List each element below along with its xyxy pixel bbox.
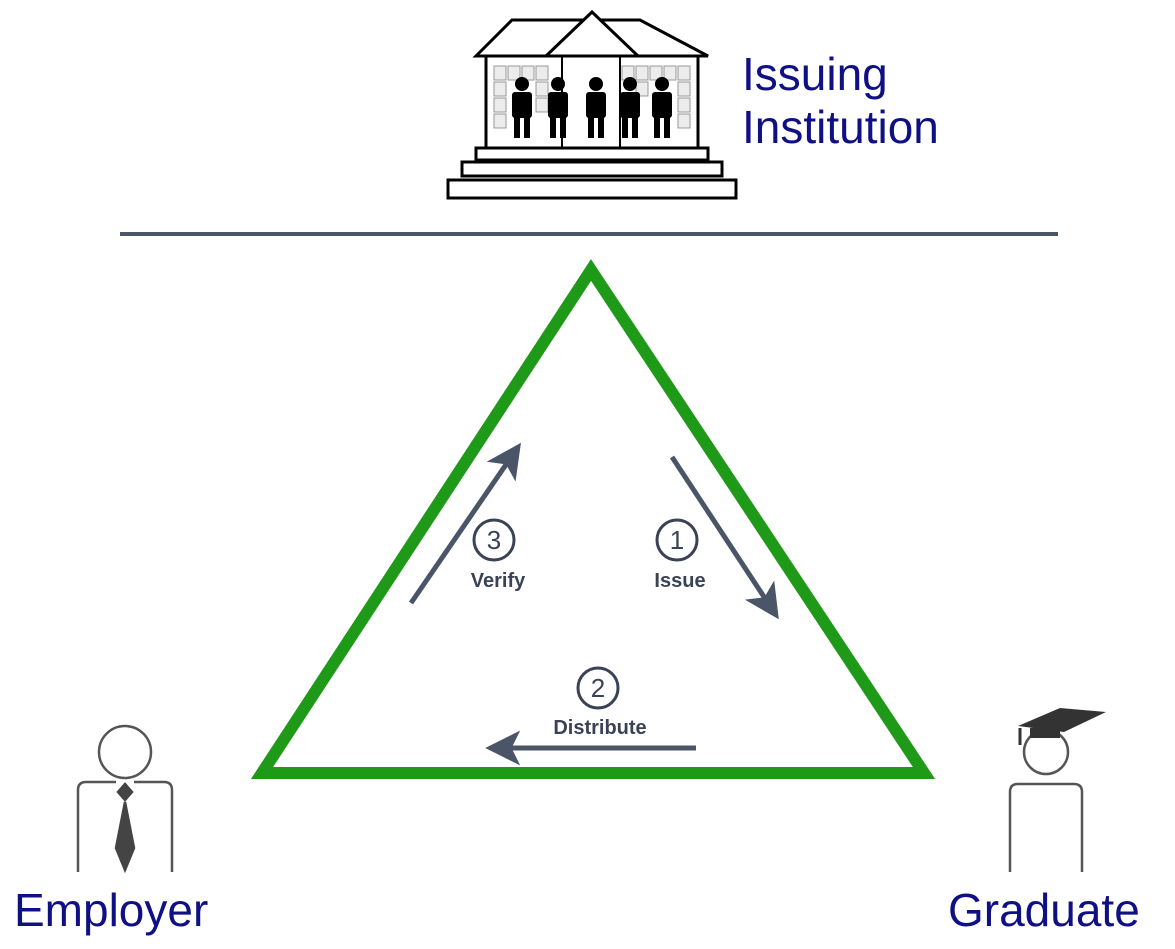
employer-label: Employer <box>14 884 209 936</box>
issue-arrow <box>669 455 779 620</box>
step-badge-verify: 3 Verify <box>471 518 526 592</box>
step-number-issue: 1 <box>670 525 684 555</box>
step-number-distribute: 2 <box>591 673 605 703</box>
institution-label: Issuing Institution <box>742 48 982 154</box>
employer-person-icon <box>76 724 174 874</box>
step-label-distribute: Distribute <box>553 717 646 739</box>
step-label-issue: Issue <box>654 570 705 592</box>
graduate-person-icon <box>1008 708 1106 872</box>
trust-triangle <box>250 259 936 779</box>
step-label-verify: Verify <box>471 570 526 592</box>
step-badge-issue: 1 Issue <box>654 518 706 592</box>
verify-arrow <box>408 442 521 605</box>
people-silhouettes <box>512 77 672 138</box>
graduate-label: Graduate <box>948 884 1140 936</box>
step-number-verify: 3 <box>487 525 501 555</box>
step-badge-distribute: 2 Distribute <box>553 666 647 739</box>
institution-label-line-1: Issuing Institution <box>742 48 939 153</box>
